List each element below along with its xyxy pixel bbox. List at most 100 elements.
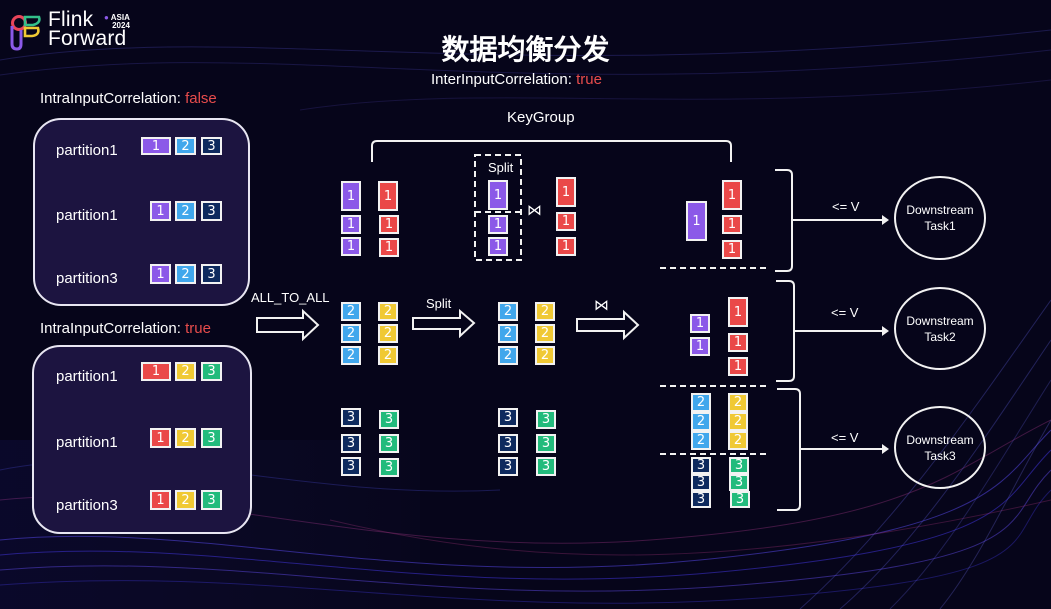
key-cell-1: 1 <box>341 181 361 211</box>
key-cell-3: 3 <box>498 457 518 476</box>
key-cell-3: 3 <box>498 434 518 453</box>
key-cell-2: 2 <box>378 346 398 365</box>
logo-badge: ● ASIA 2024 <box>104 13 130 30</box>
key-cell-1: 1 <box>150 201 171 221</box>
key-cell-3: 3 <box>379 410 399 429</box>
task-id: Task2 <box>924 329 956 344</box>
key-cell-1: 1 <box>379 238 399 257</box>
key-cell-3: 3 <box>201 490 222 510</box>
key-cell-2: 2 <box>341 324 361 343</box>
inter-input-value: true <box>576 71 602 88</box>
key-cell-3: 3 <box>730 491 750 508</box>
constraint-label: <= V <box>831 305 859 320</box>
key-cell-2: 2 <box>728 393 748 412</box>
key-cell-1: 1 <box>728 357 748 376</box>
logo-line2: Forward <box>48 27 127 50</box>
key-cell-1: 1 <box>379 215 399 234</box>
key-cell-1: 1 <box>341 215 361 234</box>
key-cell-2: 2 <box>175 428 196 448</box>
key-cell-1: 1 <box>722 240 742 259</box>
key-cell-2: 2 <box>175 264 196 284</box>
intra-false-value: false <box>185 90 217 107</box>
constraint-label: <= V <box>832 199 860 214</box>
key-cell-1: 1 <box>728 297 748 327</box>
key-cell-1: 1 <box>378 181 398 211</box>
key-cell-3: 3 <box>729 474 749 491</box>
key-cell-1: 1 <box>150 490 171 510</box>
all-to-all-label: ALL_TO_ALL <box>251 290 330 305</box>
partition-label: partition1 <box>56 142 118 159</box>
key-cell-2: 2 <box>535 302 555 321</box>
key-cell-3: 3 <box>691 474 711 491</box>
key-cell-3: 3 <box>201 201 222 221</box>
logo-line1: Flink <box>48 8 94 31</box>
key-cell-3: 3 <box>536 434 556 453</box>
key-cell-1: 1 <box>150 264 171 284</box>
task-name: Downstream <box>906 432 974 447</box>
partition-label: partition1 <box>56 434 118 451</box>
intra-true-heading: IntraInputCorrelation: true <box>40 320 211 337</box>
intra-true-label: IntraInputCorrelation: <box>40 320 181 337</box>
join-symbol-icon: ⋈ <box>594 297 609 314</box>
key-cell-3: 3 <box>341 434 361 453</box>
keygroup-label: KeyGroup <box>507 109 575 126</box>
key-cell-3: 3 <box>379 434 399 453</box>
partition-label: partition3 <box>56 270 118 287</box>
key-cell-2: 2 <box>691 412 711 431</box>
inter-input-label: InterInputCorrelation: <box>431 71 572 88</box>
key-cell-2: 2 <box>175 490 196 510</box>
inter-input-correlation: InterInputCorrelation: true <box>431 71 602 88</box>
key-cell-1: 1 <box>690 314 710 333</box>
constraint-label: <= V <box>831 430 859 445</box>
key-cell-2: 2 <box>691 431 711 450</box>
logo-wordmark: Flink Forward <box>48 8 127 50</box>
key-cell-2: 2 <box>378 302 398 321</box>
key-cell-2: 2 <box>175 362 196 381</box>
intra-false-label: IntraInputCorrelation: <box>40 90 181 107</box>
key-cell-1: 1 <box>141 362 171 381</box>
split-box-label: Split <box>488 160 514 175</box>
key-cell-1: 1 <box>141 137 171 155</box>
key-cell-3: 3 <box>201 428 222 448</box>
key-cell-3: 3 <box>691 491 711 508</box>
intra-false-heading: IntraInputCorrelation: false <box>40 90 217 107</box>
key-cell-1: 1 <box>722 215 742 234</box>
key-cell-3: 3 <box>201 362 222 381</box>
key-cell-1: 1 <box>722 180 742 210</box>
key-cell-2: 2 <box>175 201 196 221</box>
key-cell-3: 3 <box>691 457 711 474</box>
key-cell-1: 1 <box>488 237 508 256</box>
key-cell-2: 2 <box>341 302 361 321</box>
key-cell-2: 2 <box>691 393 711 412</box>
key-cell-1: 1 <box>556 212 576 231</box>
key-cell-1: 1 <box>690 337 710 356</box>
key-cell-1: 1 <box>556 177 576 207</box>
key-cell-2: 2 <box>728 412 748 431</box>
task-name: Downstream <box>906 313 974 328</box>
task-name: Downstream <box>906 203 974 217</box>
partition-label: partition3 <box>56 497 118 514</box>
key-cell-2: 2 <box>175 137 196 155</box>
key-cell-3: 3 <box>201 137 222 155</box>
key-cell-2: 2 <box>535 346 555 365</box>
key-cell-2: 2 <box>498 302 518 321</box>
key-cell-1: 1 <box>686 201 707 241</box>
task-id: Task1 <box>924 219 956 233</box>
key-cell-1: 1 <box>556 237 576 256</box>
key-cell-1: 1 <box>150 428 171 448</box>
key-cell-3: 3 <box>379 458 399 477</box>
logo-badge-year: 2024 <box>112 21 130 30</box>
downstream-task-3: Downstream Task3 <box>894 406 986 489</box>
split-label: Split <box>426 296 452 311</box>
key-cell-1: 1 <box>488 180 508 210</box>
key-cell-3: 3 <box>341 457 361 476</box>
key-cell-2: 2 <box>498 346 518 365</box>
task-id: Task3 <box>924 448 956 463</box>
key-cell-3: 3 <box>341 408 361 427</box>
downstream-task-1: Downstream Task1 <box>894 176 986 260</box>
key-cell-1: 1 <box>341 237 361 256</box>
key-cell-3: 3 <box>536 457 556 476</box>
page-title: 数据均衡分发 <box>441 33 610 66</box>
partition-label: partition1 <box>56 368 118 385</box>
flink-forward-logo-icon <box>10 15 41 51</box>
